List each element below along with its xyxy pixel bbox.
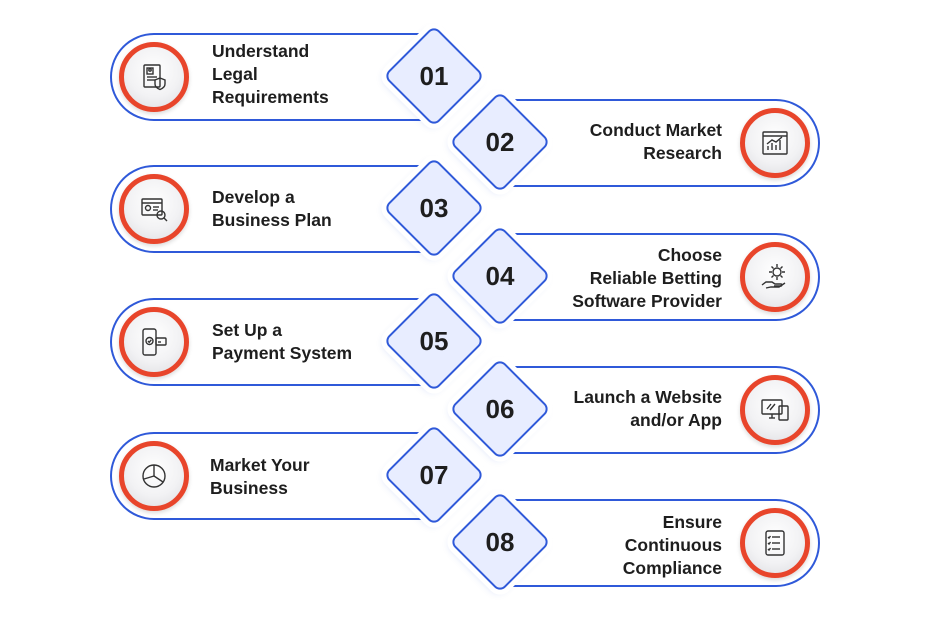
step-03-number: 03 — [419, 193, 449, 223]
step-01-label: Understand Legal Requirements — [212, 41, 329, 107]
step-06-label: Launch a Website and/or App — [573, 387, 722, 430]
step-03-label: Develop a Business Plan — [212, 187, 332, 230]
legal-document-icon — [143, 64, 166, 91]
pie-chart-icon — [142, 464, 166, 488]
compliance-checklist-icon — [765, 530, 785, 556]
step-05-number: 05 — [419, 326, 449, 356]
business-plan-icon — [141, 198, 168, 222]
market-chart-icon — [762, 131, 788, 155]
step-02-number: 02 — [485, 127, 515, 157]
phone-payment-icon — [142, 328, 167, 356]
step-03-icon-circle — [119, 174, 189, 244]
step-06-number: 06 — [485, 394, 515, 424]
step-07-icon-circle — [119, 441, 189, 511]
step-05-label: Set Up a Payment System — [212, 320, 353, 363]
step-04-label: Choose Reliable Betting Software Provide… — [572, 245, 722, 311]
step-08-icon-circle — [740, 508, 810, 578]
step-02-icon-circle — [740, 108, 810, 178]
step-07-label: Market Your Business — [210, 455, 310, 498]
step-02-label: Conduct Market Research — [589, 120, 722, 163]
step-01-icon-circle — [119, 42, 189, 112]
devices-icon — [761, 399, 789, 421]
step-01-number: 01 — [419, 61, 449, 91]
step-06-icon-circle — [740, 375, 810, 445]
step-08-label: Ensure Continuous Compliance — [622, 512, 722, 578]
step-05-icon-circle — [119, 307, 189, 377]
gear-hand-icon — [761, 264, 786, 289]
step-07-number: 07 — [419, 460, 449, 490]
step-08-number: 08 — [485, 527, 515, 557]
step-04-number: 04 — [485, 261, 515, 291]
step-04-icon-circle — [740, 242, 810, 312]
